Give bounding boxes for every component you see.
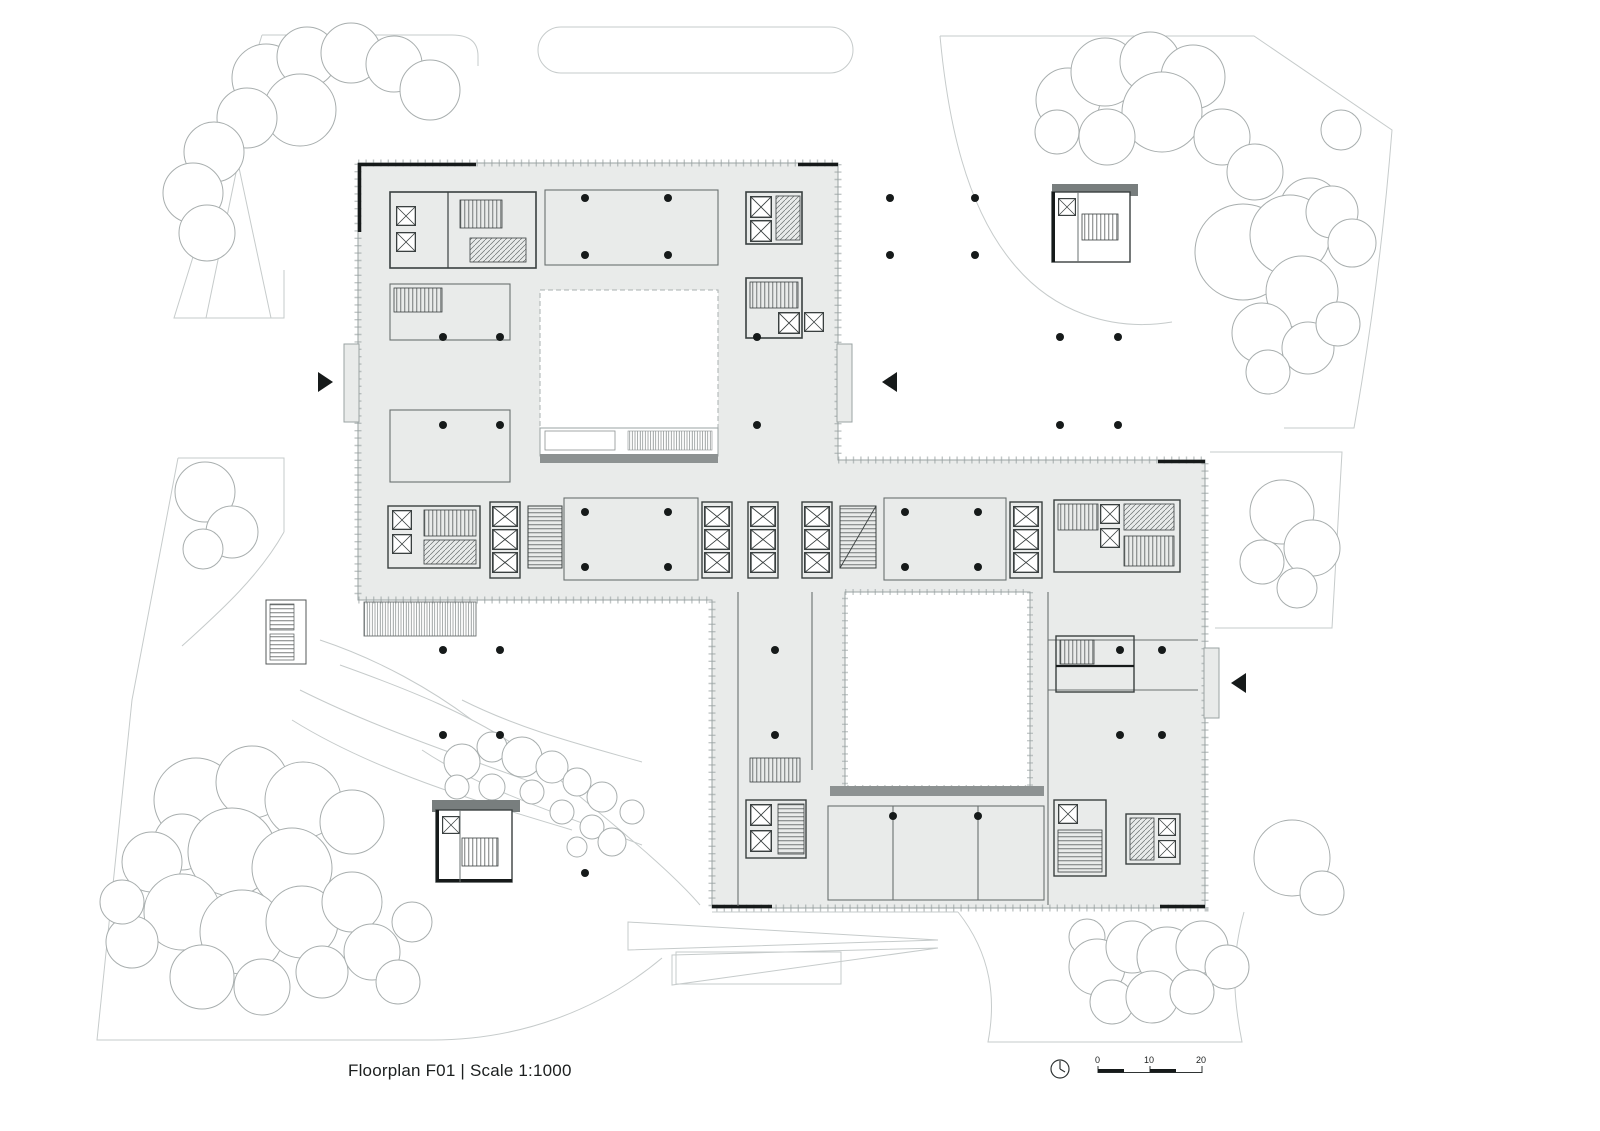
entrance-vestibule-east-upper — [836, 343, 853, 423]
entrance-arrow-middle-icon — [882, 372, 897, 392]
entrance-markers — [318, 372, 1246, 693]
atrium-shadow-band — [540, 454, 718, 463]
tree-single-right — [1253, 819, 1345, 916]
columns — [439, 194, 1166, 877]
entrance-arrow-east-icon — [1231, 673, 1246, 693]
building-interior — [387, 189, 1198, 906]
courtyard-shadow-band — [830, 786, 1044, 796]
scale-label-0: 0 — [1095, 1055, 1100, 1065]
entrance-vestibule-west — [343, 343, 360, 423]
solid-wall-accents — [357, 162, 1205, 909]
scale-label-10: 10 — [1144, 1055, 1154, 1065]
scale-label-20: 20 — [1196, 1055, 1206, 1065]
north-indicator-icon — [1050, 1059, 1070, 1079]
tree-cluster-bottom-left — [99, 745, 433, 1016]
tree-cluster-top-left — [162, 22, 461, 262]
scale-bar: 0 10 20 — [1095, 1055, 1206, 1073]
tree-cluster-right — [1239, 479, 1341, 609]
entrance-vestibule-east-lower — [1203, 647, 1220, 719]
room-partitions — [389, 189, 1198, 906]
annex-building-northeast — [1051, 184, 1138, 263]
atrium-grill — [627, 430, 713, 451]
entrance-arrow-west-icon — [318, 372, 333, 392]
stair-cores — [387, 191, 1181, 877]
tree-cluster-top-right — [1034, 31, 1377, 395]
tree-cluster-left — [174, 461, 259, 570]
annex-building-southwest — [432, 800, 520, 883]
atrium-void — [539, 289, 719, 429]
annex-structure-west — [265, 599, 307, 665]
inner-courtyard — [844, 591, 1031, 789]
site-pill-path — [537, 26, 854, 74]
tree-cluster-bottom-right — [1068, 918, 1250, 1025]
exterior-ramp-stairs — [363, 601, 477, 637]
tree-cluster-center-bottom — [443, 731, 645, 858]
trees — [99, 22, 1377, 1025]
site-boundaries — [96, 26, 1393, 1043]
drawing-title: Floorplan F01 | Scale 1:1000 — [348, 1061, 572, 1080]
